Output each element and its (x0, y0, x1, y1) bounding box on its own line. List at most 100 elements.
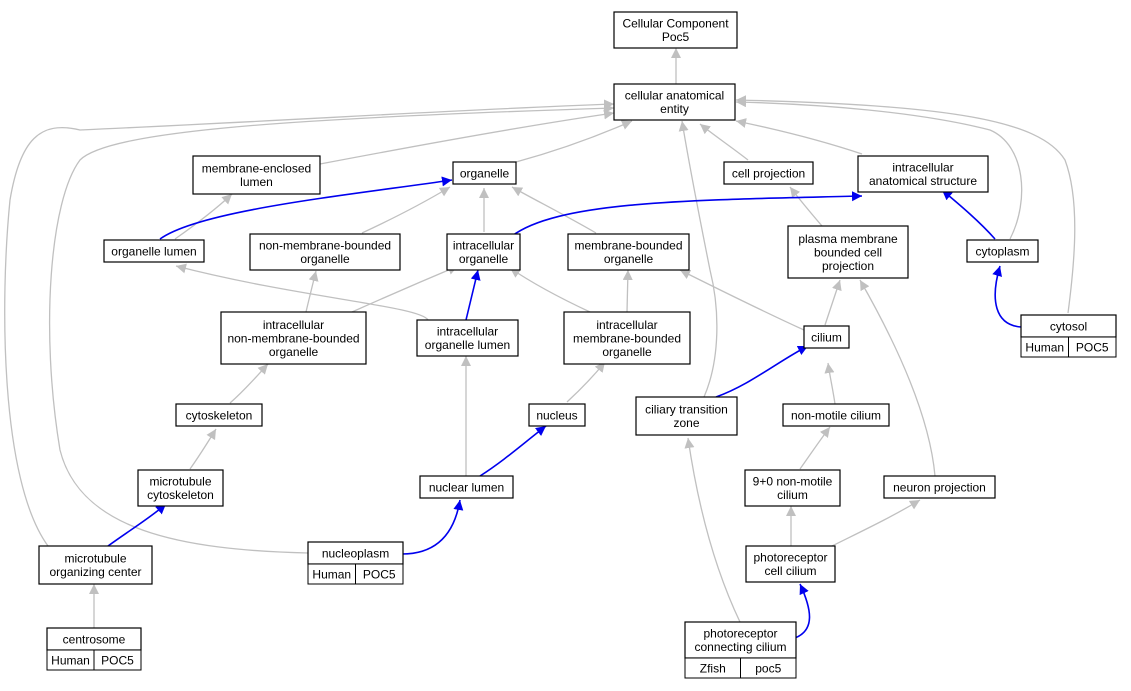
node-box (38, 545, 153, 585)
node-label: Poc5 (662, 30, 690, 44)
species-label: Human (1025, 341, 1064, 355)
node-box (137, 469, 224, 507)
node-neuproj[interactable]: neuron projection (883, 475, 996, 499)
node-box (175, 403, 263, 427)
node-box (563, 311, 691, 365)
node-label: organelle (602, 345, 652, 359)
edge-orglumen-org (159, 176, 453, 240)
gene-label: POC5 (1076, 341, 1109, 355)
edge-cytosol-cytoplasm (992, 265, 1022, 328)
node-label: projection (822, 259, 874, 273)
edge-nucleoplasm-nuclum (401, 499, 464, 555)
node-box (782, 403, 890, 427)
gene-label: POC5 (101, 654, 134, 668)
node-cellproj[interactable]: cell projection (723, 161, 814, 185)
gene-cell (740, 657, 797, 679)
node-box (883, 475, 996, 499)
node-label: cilium (777, 488, 808, 502)
node-label: cilium (811, 330, 842, 344)
node-box (528, 403, 586, 427)
gene-cell (1068, 336, 1117, 358)
edge-nmc90-nmc (799, 426, 831, 470)
node-box (613, 11, 738, 49)
node-cilium[interactable]: cilium (803, 325, 850, 349)
node-box (803, 325, 850, 349)
node-nmc[interactable]: non-motile cilium (782, 403, 890, 427)
node-label: nucleoplasm (322, 546, 389, 560)
graph-edges (4, 48, 1076, 639)
node-label: membrane-enclosed (202, 162, 311, 176)
edge-ias-cae (735, 118, 863, 155)
node-label: membrane-bounded (574, 239, 682, 253)
node-box (192, 155, 321, 195)
edge-cilium-pmbcp (824, 279, 842, 326)
edge-cytoskel-inmbo (229, 363, 269, 404)
node-box (220, 311, 367, 365)
edge-cilium-mbo (679, 269, 805, 331)
node-label: intracellular (453, 239, 514, 253)
edge-neuproj-pmbcp (859, 279, 936, 477)
annotation-tag: Human POC5 (1020, 336, 1117, 358)
node-cytoplasm[interactable]: cytoplasm (966, 239, 1039, 263)
node-cytoskel[interactable]: cytoskeleton (175, 403, 263, 427)
edge-cytoplasm-cae (735, 97, 1023, 240)
node-label: Cellular Component (622, 17, 729, 31)
node-org[interactable]: organelle (452, 161, 517, 185)
node-label: cytoplasm (975, 244, 1029, 258)
node-label: centrosome (63, 632, 126, 646)
node-label: organelle lumen (425, 338, 510, 352)
node-label: intracellular (437, 325, 498, 339)
node-label: neuron projection (893, 480, 986, 494)
node-label: entity (660, 102, 689, 116)
node-label: non-membrane-bounded (227, 331, 359, 345)
node-label: non-membrane-bounded (259, 239, 391, 253)
node-label: nucleus (536, 408, 577, 422)
node-label: organelle (269, 345, 319, 359)
node-label: cell projection (732, 166, 805, 180)
annotation-tag: Human POC5 (307, 563, 404, 585)
edge-ctz-cilium (715, 345, 809, 398)
species-label: Human (312, 568, 351, 582)
node-label: microtubule (149, 475, 211, 489)
node-label: intracellular (596, 318, 657, 332)
node-label: photoreceptor (703, 627, 777, 641)
node-box (452, 161, 517, 185)
node-label: 9+0 non-motile (753, 475, 833, 489)
node-label: organelle (604, 252, 654, 266)
node-label: cytoskeleton (186, 408, 253, 422)
edge-nmbo-org (361, 186, 451, 234)
node-box (787, 225, 909, 279)
node-nucleus[interactable]: nucleus (528, 403, 586, 427)
node-label: membrane-bounded (573, 331, 681, 345)
node-box (966, 239, 1039, 263)
node-inmbo[interactable]: intracellularnon-membrane-boundedorganel… (220, 311, 367, 365)
gene-label: POC5 (363, 568, 396, 582)
edge-prcc-neuproj (831, 499, 921, 547)
node-nuclum[interactable]: nuclear lumen (419, 475, 514, 499)
edge-org-cae (515, 120, 633, 163)
node-label: intracellular (892, 161, 953, 175)
node-label: intracellular (263, 318, 324, 332)
node-orglumen[interactable]: organelle lumen (103, 239, 205, 263)
